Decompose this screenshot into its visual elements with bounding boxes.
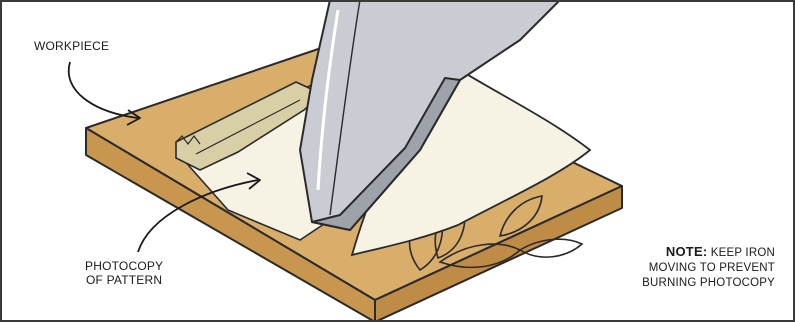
illustration-frame	[0, 0, 795, 322]
illustration-canvas: WORKPIECE PHOTOCOPY OF PATTERN NOTE: KEE…	[0, 0, 795, 322]
